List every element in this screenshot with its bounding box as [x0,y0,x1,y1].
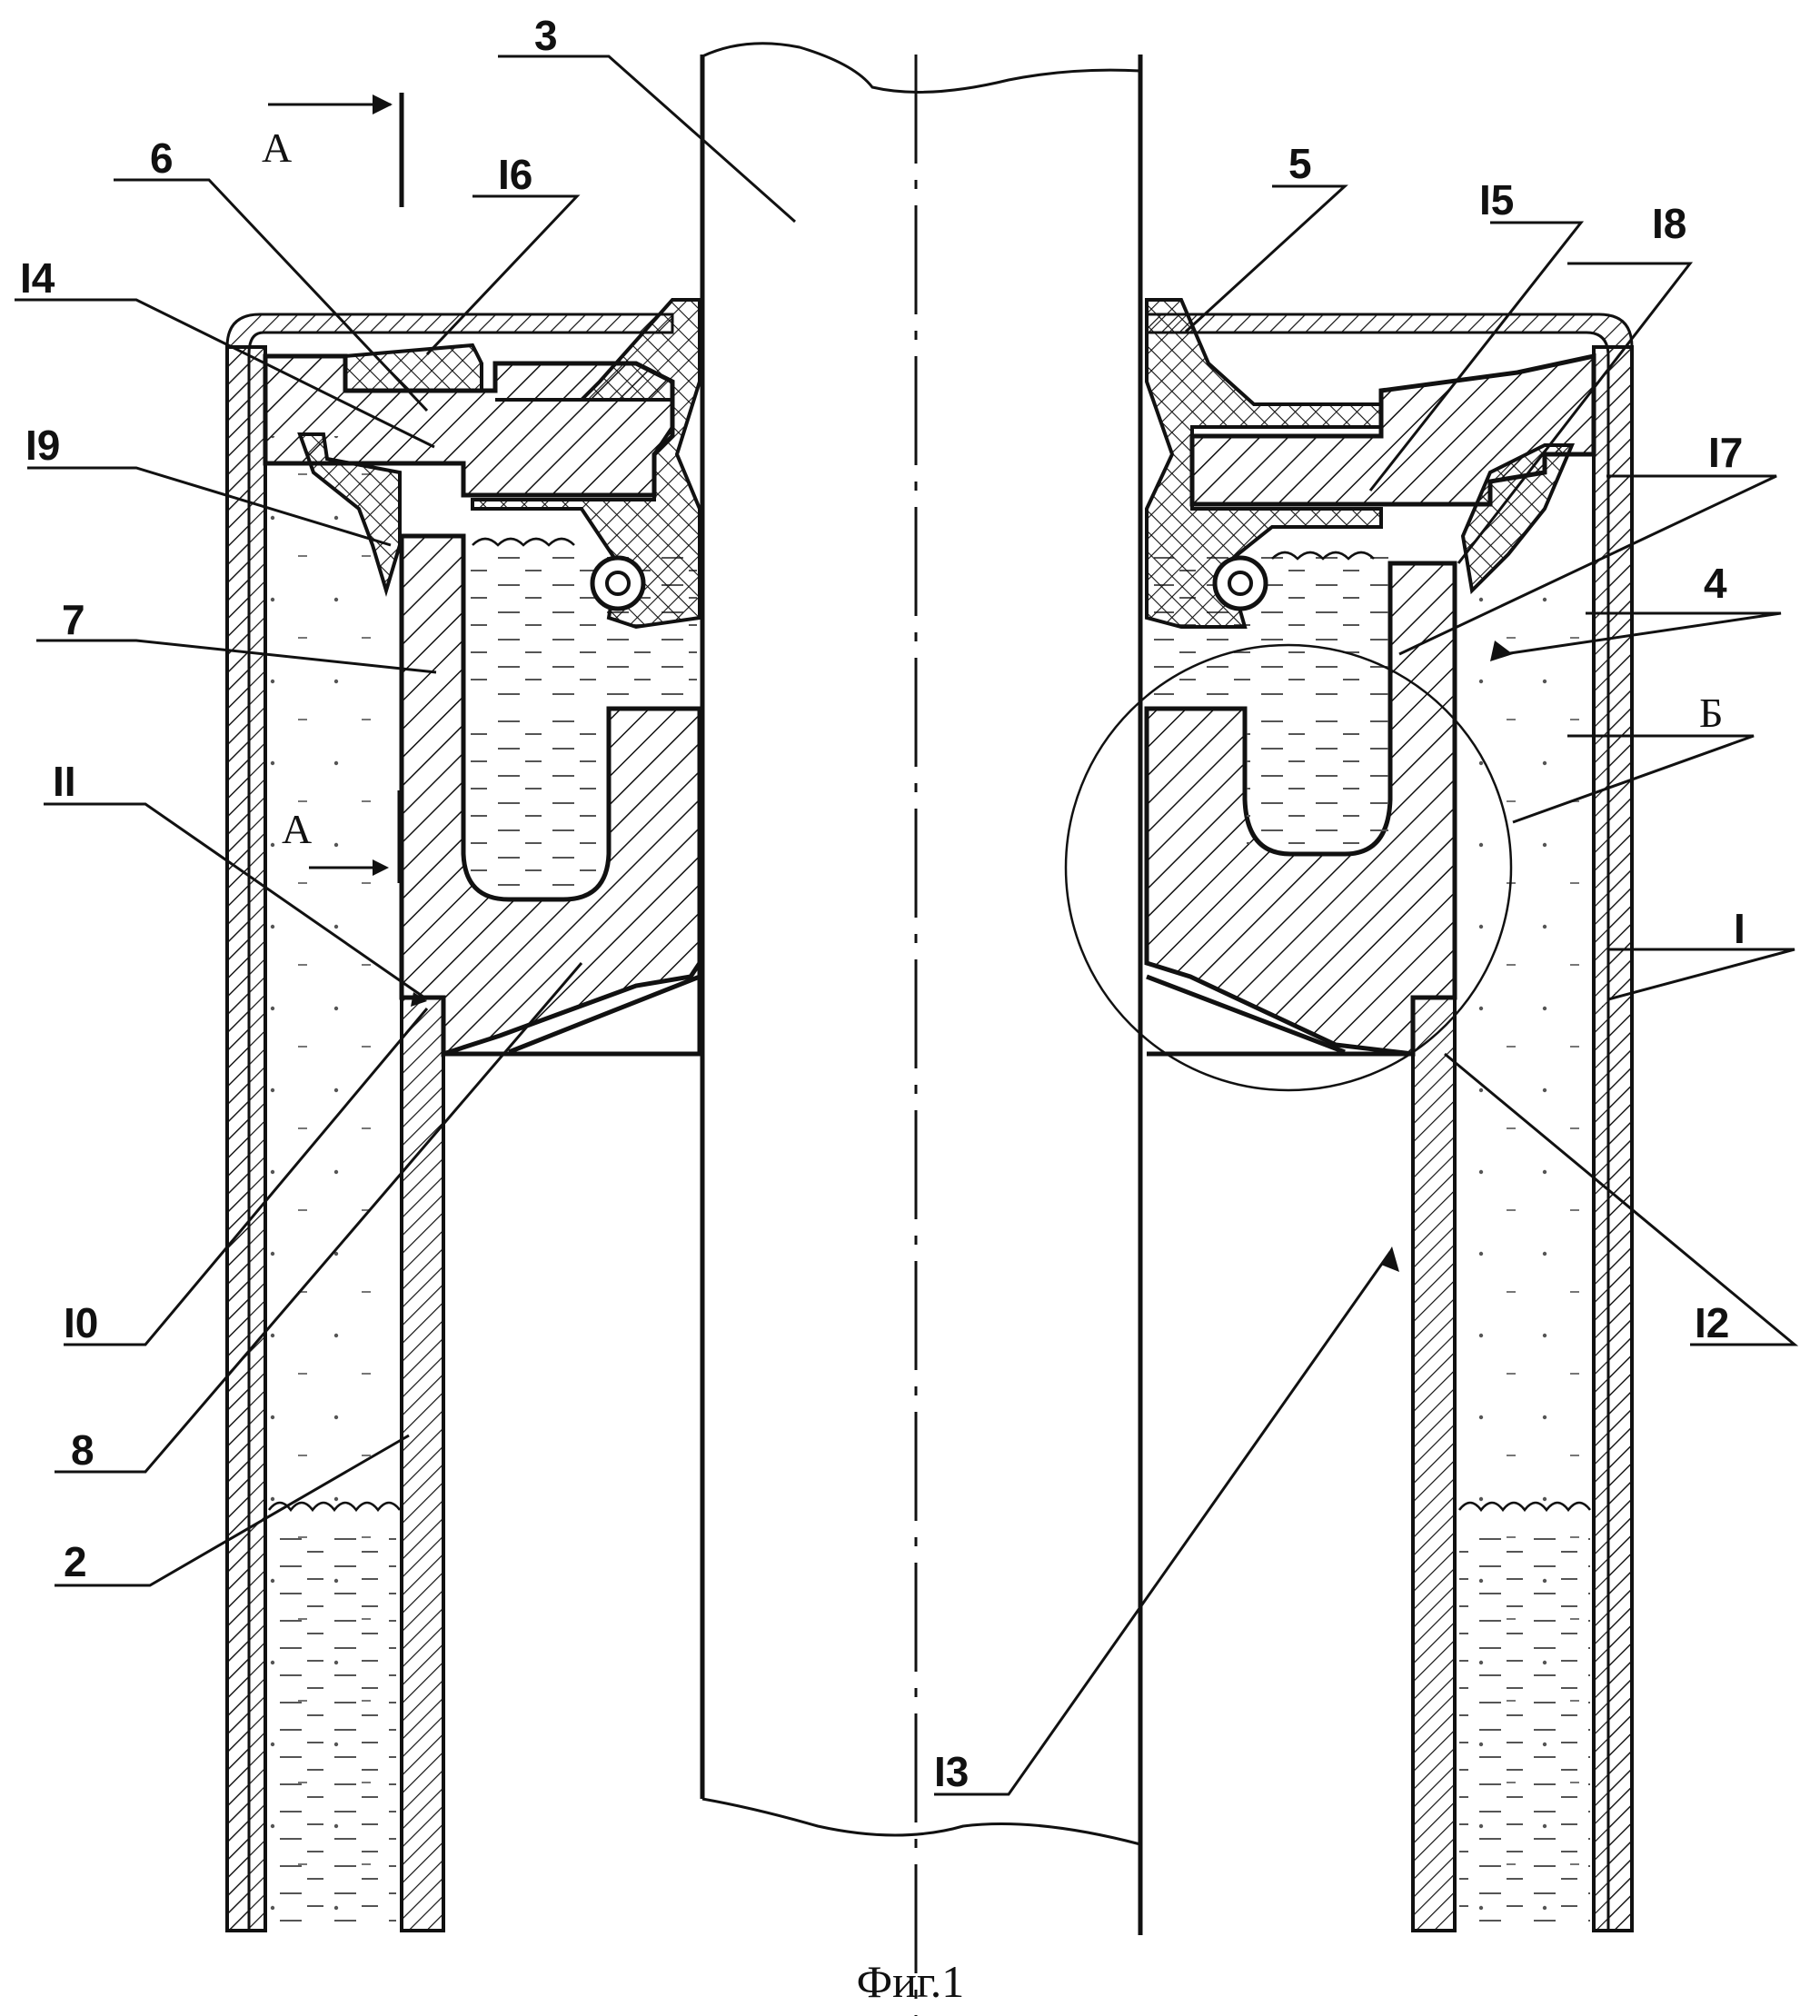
leader-I [1608,949,1795,999]
seal-left [345,345,482,391]
callout-5: 5 [1288,140,1312,187]
cavity-level-left [472,539,574,545]
section-label-top: А [262,124,292,171]
o-ring-left-inner [607,572,629,594]
callout-I: I [1734,905,1745,952]
callout-4: 4 [1704,560,1727,607]
outer-tube-right-band [1594,347,1632,1931]
callout-2: 2 [64,1538,87,1585]
callout-detail-Б: Б [1699,690,1723,736]
callout-I5: I5 [1479,176,1514,223]
callout-I2: I2 [1695,1299,1729,1346]
callout-I7: I7 [1708,429,1743,476]
cavity-liquid-right-lower [1247,709,1388,849]
callout-7: 7 [62,596,85,643]
figure-caption: Фиг.1 [857,1956,965,2007]
rod-break-bottom [702,1799,1140,1844]
callout-II: II [53,758,76,805]
callout-6: 6 [150,134,174,182]
callout-I6: I6 [498,151,532,198]
leader-I3 [934,1252,1390,1794]
inner-tube-left [402,998,443,1931]
liquid-left-bottom [269,1526,396,1926]
callout-I9: I9 [25,422,60,469]
o-ring-right-inner [1229,572,1251,594]
cavity-liquid-left-lower [465,709,607,895]
piston-rod [702,44,1140,2016]
leader-5 [1186,186,1345,332]
callout-I3: I3 [934,1748,969,1795]
callout-I8: I8 [1652,200,1686,247]
liquid-right-bottom [1459,1526,1590,1926]
callout-I0: I0 [64,1299,98,1346]
right-half [1066,300,1632,1931]
callout-I4: I4 [20,254,55,302]
left-half [227,300,700,1931]
callout-8: 8 [71,1426,94,1474]
callout-3: 3 [534,12,558,59]
rod-break-top [702,44,1140,93]
inner-tube-right [1413,998,1455,1931]
section-arrow-top-head [373,94,393,114]
section-label-bottom: А [282,806,312,852]
outer-tube-left-band [227,347,265,1931]
